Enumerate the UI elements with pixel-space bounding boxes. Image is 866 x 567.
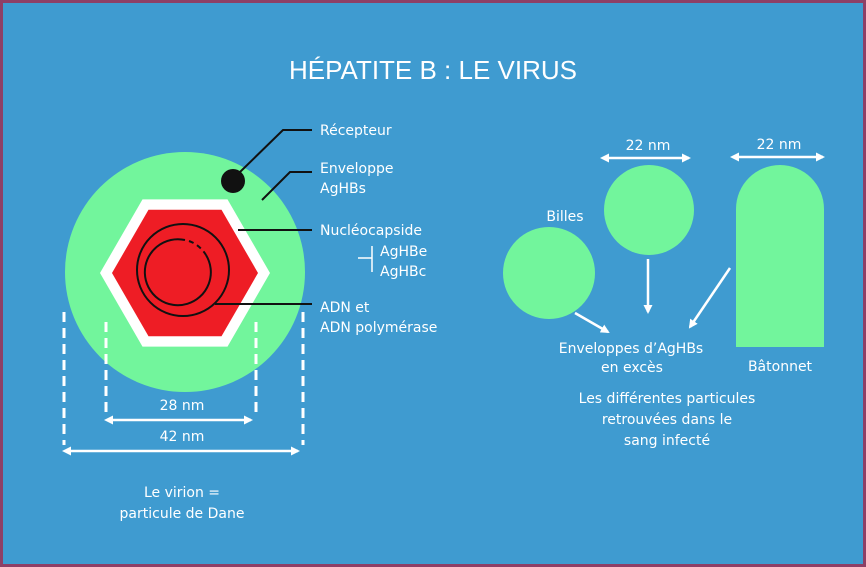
nucleocapsid-label: Nucléocapside bbox=[320, 223, 422, 239]
virion-caption-line2: particule de Dane bbox=[120, 506, 245, 522]
sphere-particle-left bbox=[503, 227, 595, 319]
diagram-title: HÉPATITE B : LE VIRUS bbox=[289, 55, 577, 85]
particles-caption-line2: retrouvées dans le bbox=[602, 412, 732, 428]
rod-label: Bâtonnet bbox=[748, 359, 813, 375]
particles-caption-line1: Les différentes particules bbox=[579, 391, 756, 407]
aghbc-label: AgHBc bbox=[380, 264, 426, 280]
envelope-leader-line bbox=[261, 171, 312, 201]
envelopes-label-line1: Enveloppes d’AgHBs bbox=[559, 341, 703, 357]
billes-label: Billes bbox=[546, 209, 583, 225]
dna-inner-ring-dashed bbox=[188, 240, 207, 256]
envelope-label-line2: AgHBs bbox=[320, 181, 366, 197]
receptor-label: Récepteur bbox=[320, 123, 392, 139]
inner-measure-label: 28 nm bbox=[160, 398, 205, 414]
dna-inner-ring bbox=[143, 238, 212, 307]
sphere-particle-top bbox=[604, 165, 694, 255]
arrow-from-rod bbox=[688, 267, 732, 329]
sphere-measure-label: 22 nm bbox=[626, 138, 671, 154]
envelope-label-line1: Enveloppe bbox=[320, 161, 393, 177]
outer-measure-label: 42 nm bbox=[160, 429, 205, 445]
envelopes-label-line2: en excès bbox=[601, 360, 663, 376]
rod-measure-label: 22 nm bbox=[757, 137, 802, 153]
dna-label-line1: ADN et bbox=[320, 300, 370, 316]
virion-caption-line1: Le virion = bbox=[144, 485, 220, 501]
receptor-dot bbox=[221, 169, 245, 193]
particles-caption-line3: sang infecté bbox=[624, 433, 710, 449]
aghbe-label: AgHBe bbox=[380, 244, 427, 260]
dna-label-line2: ADN polymérase bbox=[320, 320, 437, 336]
arrow-from-left-sphere bbox=[574, 311, 610, 334]
dna-outer-ring bbox=[136, 223, 230, 317]
rod-particle bbox=[736, 165, 824, 347]
receptor-leader-line bbox=[239, 129, 312, 173]
